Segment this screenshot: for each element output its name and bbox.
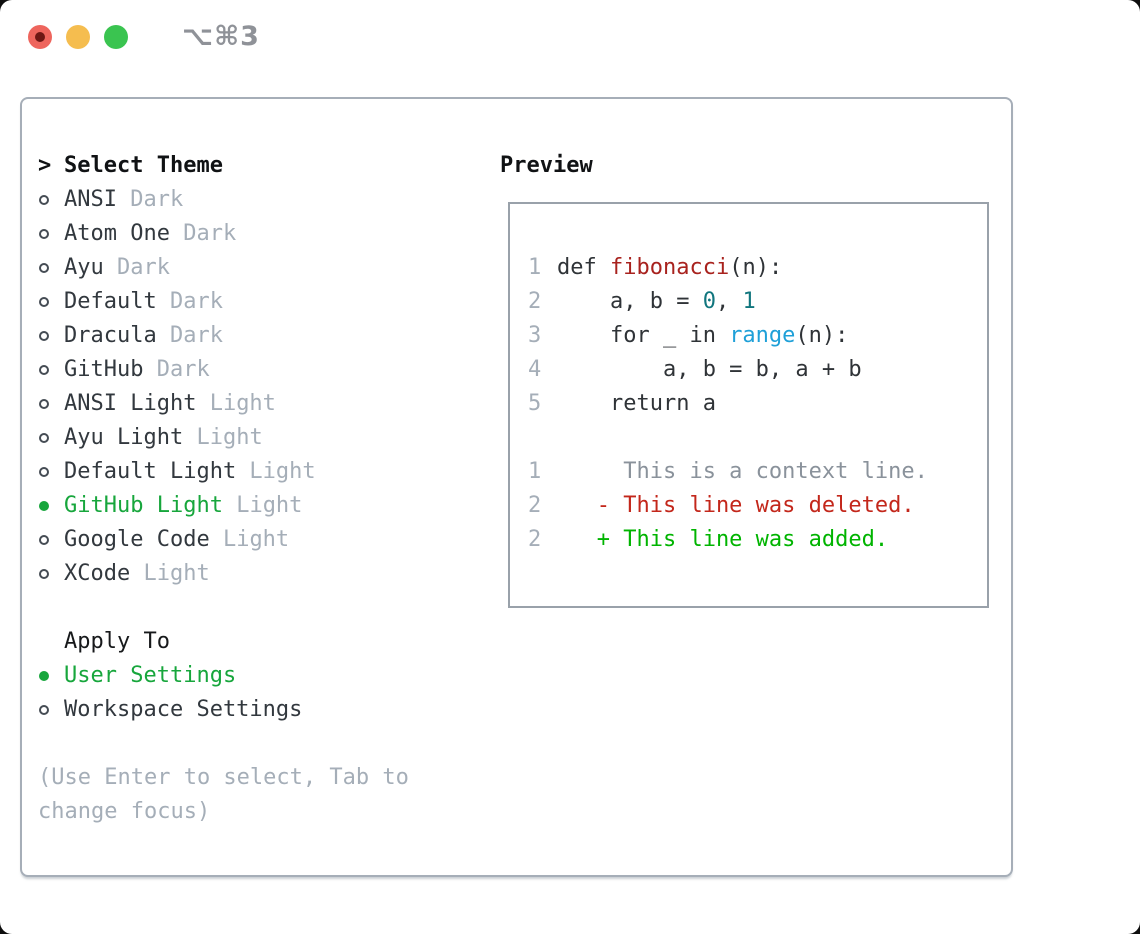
theme-item[interactable]: Default Dark	[38, 285, 409, 319]
line-content: def fibonacci(n):	[557, 255, 783, 280]
line-content: - This line was deleted.	[557, 493, 915, 518]
line-number: 3	[528, 323, 542, 348]
item-label: XCode Light	[64, 561, 210, 586]
item-label: User Settings	[64, 663, 237, 688]
line-content: for _ in range(n):	[557, 323, 849, 348]
item-label: ANSI Light Light	[64, 391, 276, 416]
theme-item[interactable]: Google Code Light	[38, 523, 409, 557]
item-label: Workspace Settings	[64, 697, 303, 722]
line-number: 2	[528, 527, 542, 552]
preview-line: 1 This is a context line.	[528, 455, 928, 489]
line-number: 1	[528, 255, 542, 280]
theme-item[interactable]: XCode Light	[38, 557, 409, 591]
preview-line: 3 for _ in range(n):	[528, 319, 928, 353]
preview-line	[528, 421, 928, 455]
minimize-button[interactable]	[66, 25, 90, 49]
apply-to-header: Apply To	[64, 629, 170, 654]
radio-icon	[38, 569, 64, 579]
line-content: a, b = 0, 1	[557, 289, 756, 314]
item-label: Default Dark	[64, 289, 223, 314]
help-line: (Use Enter to select, Tab to	[38, 765, 409, 790]
radio-selected-icon	[38, 671, 64, 681]
radio-icon	[38, 467, 64, 477]
theme-item[interactable]: ANSI Light Light	[38, 387, 409, 421]
help-line: change focus)	[38, 799, 211, 824]
theme-item[interactable]: GitHub Light Light	[38, 489, 409, 523]
line-content: return a	[557, 391, 716, 416]
theme-item[interactable]: ANSI Dark	[38, 183, 409, 217]
line-number: 2	[528, 493, 542, 518]
line-content: This is a context line.	[557, 459, 928, 484]
item-label: Google Code Light	[64, 527, 290, 552]
theme-item[interactable]: GitHub Dark	[38, 353, 409, 387]
theme-item[interactable]: Dracula Dark	[38, 319, 409, 353]
preview-line: 1 def fibonacci(n):	[528, 251, 928, 285]
item-label: Default Light Light	[64, 459, 316, 484]
preview-line: 2 + This line was added.	[528, 523, 928, 557]
zoom-button[interactable]	[104, 25, 128, 49]
apply-to-option[interactable]: User Settings	[38, 659, 409, 693]
preview-line: 4 a, b = b, a + b	[528, 353, 928, 387]
line-number: 1	[528, 459, 542, 484]
theme-item[interactable]: Atom One Dark	[38, 217, 409, 251]
focus-caret-icon: >	[38, 153, 52, 178]
theme-item[interactable]: Ayu Dark	[38, 251, 409, 285]
radio-icon	[38, 263, 64, 273]
theme-item[interactable]: Ayu Light Light	[38, 421, 409, 455]
select-theme-title: Select Theme	[64, 153, 223, 178]
radio-icon	[38, 535, 64, 545]
help-text: (Use Enter to select, Tab to change focu…	[38, 761, 409, 829]
item-label: GitHub Dark	[64, 357, 210, 382]
radio-icon	[38, 705, 64, 715]
item-label: Atom One Dark	[64, 221, 237, 246]
line-content: a, b = b, a + b	[557, 357, 862, 382]
window-shortcut-label: ⌥⌘3	[182, 21, 260, 52]
preview-line: 2 - This line was deleted.	[528, 489, 928, 523]
radio-icon	[38, 399, 64, 409]
radio-icon	[38, 229, 64, 239]
radio-selected-icon	[38, 501, 64, 511]
item-label: Ayu Light Light	[64, 425, 263, 450]
line-content: + This line was added.	[557, 527, 889, 552]
select-theme-header: > Select Theme	[38, 149, 409, 183]
close-button[interactable]	[28, 25, 52, 49]
preview-line: 5 return a	[528, 387, 928, 421]
radio-icon	[38, 433, 64, 443]
radio-icon	[38, 331, 64, 341]
line-number: 5	[528, 391, 542, 416]
radio-icon	[38, 297, 64, 307]
theme-item[interactable]: Default Light Light	[38, 455, 409, 489]
item-label: Ayu Dark	[64, 255, 170, 280]
apply-to-option[interactable]: Workspace Settings	[38, 693, 409, 727]
radio-icon	[38, 195, 64, 205]
line-number	[528, 421, 541, 455]
preview-title: Preview	[500, 153, 593, 178]
preview-line: 2 a, b = 0, 1	[528, 285, 928, 319]
item-label: GitHub Light Light	[64, 493, 303, 518]
radio-icon	[38, 365, 64, 375]
item-label: ANSI Dark	[64, 187, 184, 212]
item-label: Dracula Dark	[64, 323, 223, 348]
titlebar: ⌥⌘3	[28, 21, 260, 52]
line-number: 2	[528, 289, 542, 314]
line-number: 4	[528, 357, 542, 382]
